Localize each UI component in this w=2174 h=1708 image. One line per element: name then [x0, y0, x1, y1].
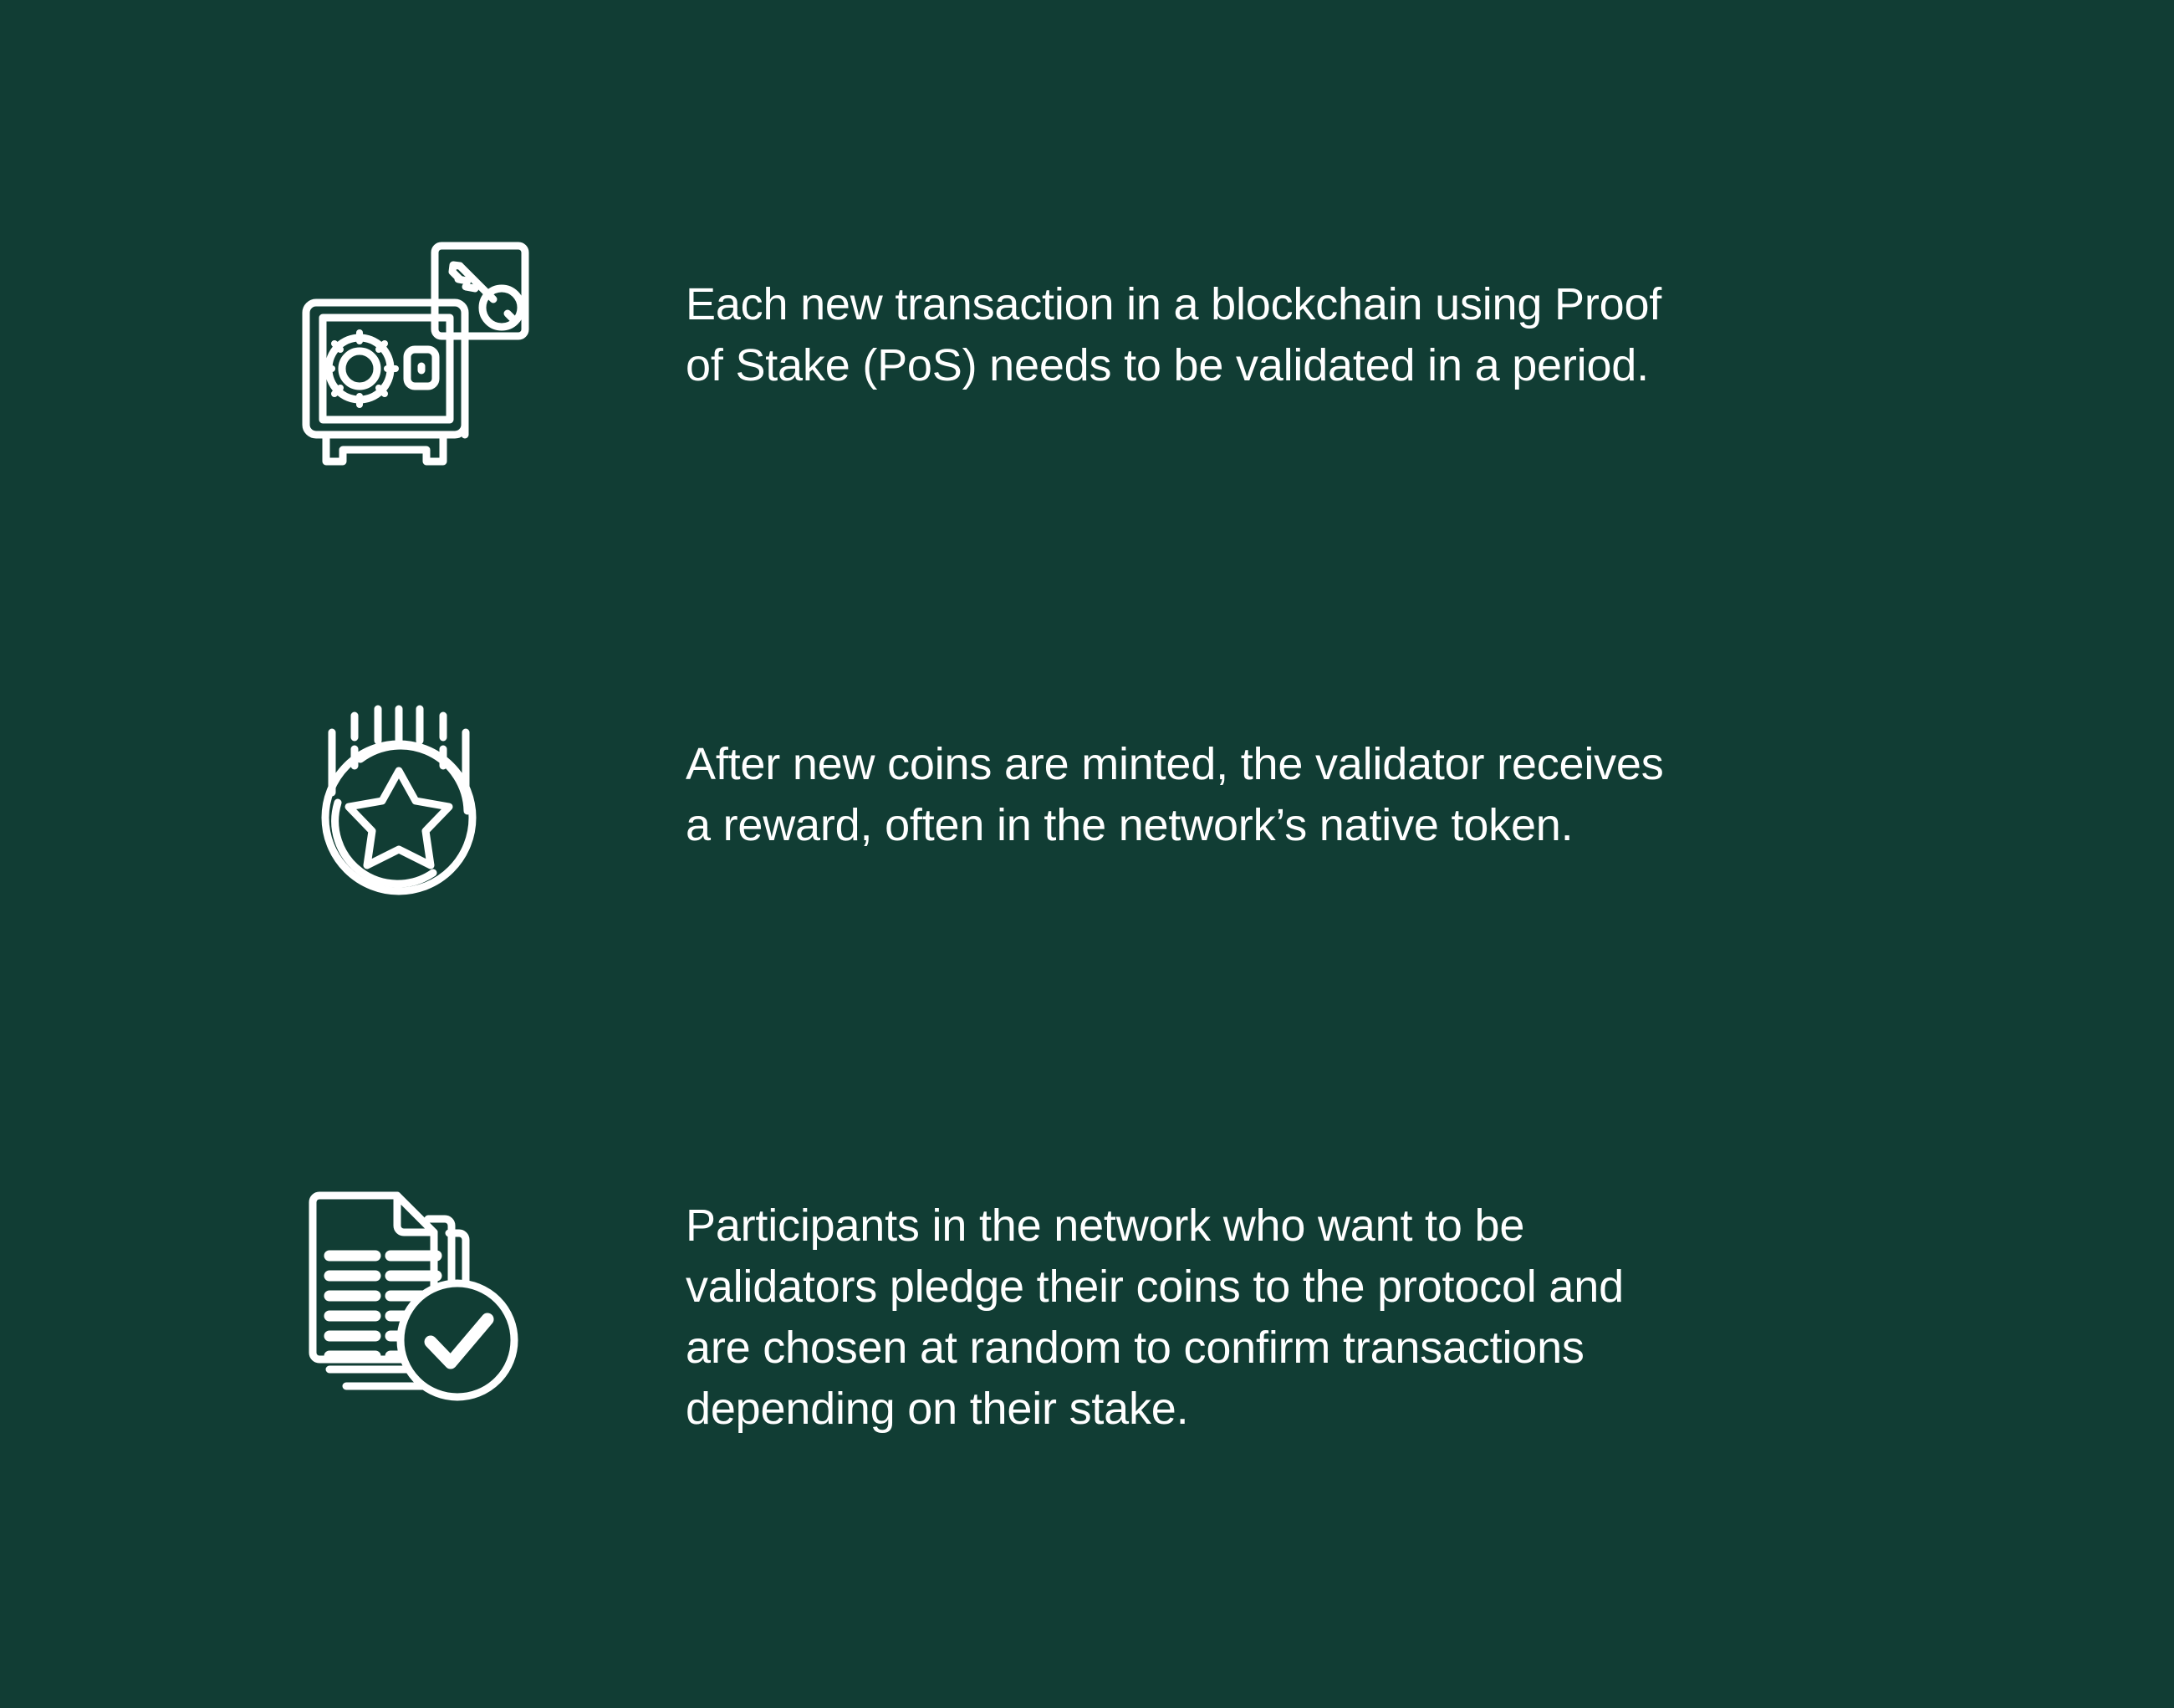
block-3-text: Participants in the network who want to … — [686, 1201, 1624, 1434]
info-block-3: Participants in the network who want to … — [0, 1170, 2174, 1440]
block-2-text: After new coins are minted, the validato… — [686, 739, 1664, 850]
info-block-2: After new coins are minted, the validato… — [0, 686, 2174, 903]
icon-cell-2 — [294, 686, 545, 903]
info-block-1: Each new transaction in a blockchain usi… — [0, 234, 2174, 477]
icon-cell-1 — [294, 234, 545, 477]
text-cell-2: After new coins are minted, the validato… — [686, 734, 1856, 856]
text-cell-1: Each new transaction in a blockchain usi… — [686, 274, 1856, 396]
text-cell-3: Participants in the network who want to … — [686, 1196, 1856, 1440]
safe-vault-with-key-icon — [302, 242, 529, 466]
medal-coin-star-icon — [321, 705, 477, 895]
documents-check-icon — [309, 1191, 518, 1401]
icon-cell-3 — [294, 1170, 545, 1413]
block-1-text: Each new transaction in a blockchain usi… — [686, 279, 1662, 390]
